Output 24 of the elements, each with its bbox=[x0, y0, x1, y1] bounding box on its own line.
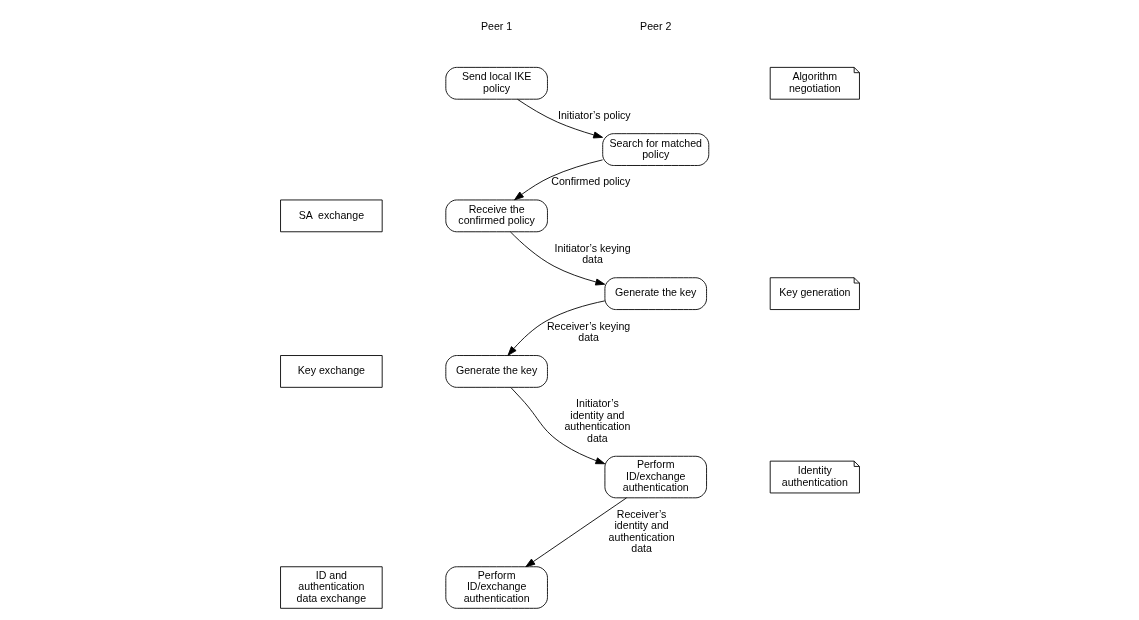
edge-label: Receiver’s identity and authentication data bbox=[608, 507, 675, 555]
label: Peer 2 bbox=[639, 20, 671, 33]
node-box: SA exchange bbox=[279, 199, 383, 233]
arrow bbox=[513, 159, 603, 201]
node-box: Perform ID/exchange authentication bbox=[444, 566, 548, 609]
node-box: Perform ID/exchange authentication bbox=[603, 455, 707, 499]
node-box: Send local IKE policy bbox=[444, 66, 548, 100]
node-box: ID and authentication data exchange bbox=[279, 566, 383, 609]
arrow bbox=[509, 231, 605, 286]
edge-label: Receiver’s keying data bbox=[546, 319, 630, 344]
arrow bbox=[507, 300, 605, 356]
node-box: Receive the confirmed policy bbox=[444, 199, 548, 233]
label: Peer 1 bbox=[480, 20, 512, 33]
edge-label: Initiator’s identity and authentication data bbox=[563, 397, 630, 444]
arrow bbox=[524, 497, 627, 568]
node-box: Generate the key bbox=[603, 277, 707, 310]
node-box: Search for matched policy bbox=[601, 133, 709, 166]
node-box: Generate the key bbox=[444, 355, 548, 388]
edge-label: Confirmed policy bbox=[550, 175, 630, 188]
arrow bbox=[516, 98, 603, 139]
edge-label: Initiator’s keying data bbox=[553, 241, 631, 266]
arrow bbox=[509, 387, 605, 465]
edge-label: Initiator’s policy bbox=[557, 109, 631, 122]
node-box: Key exchange bbox=[279, 355, 383, 388]
